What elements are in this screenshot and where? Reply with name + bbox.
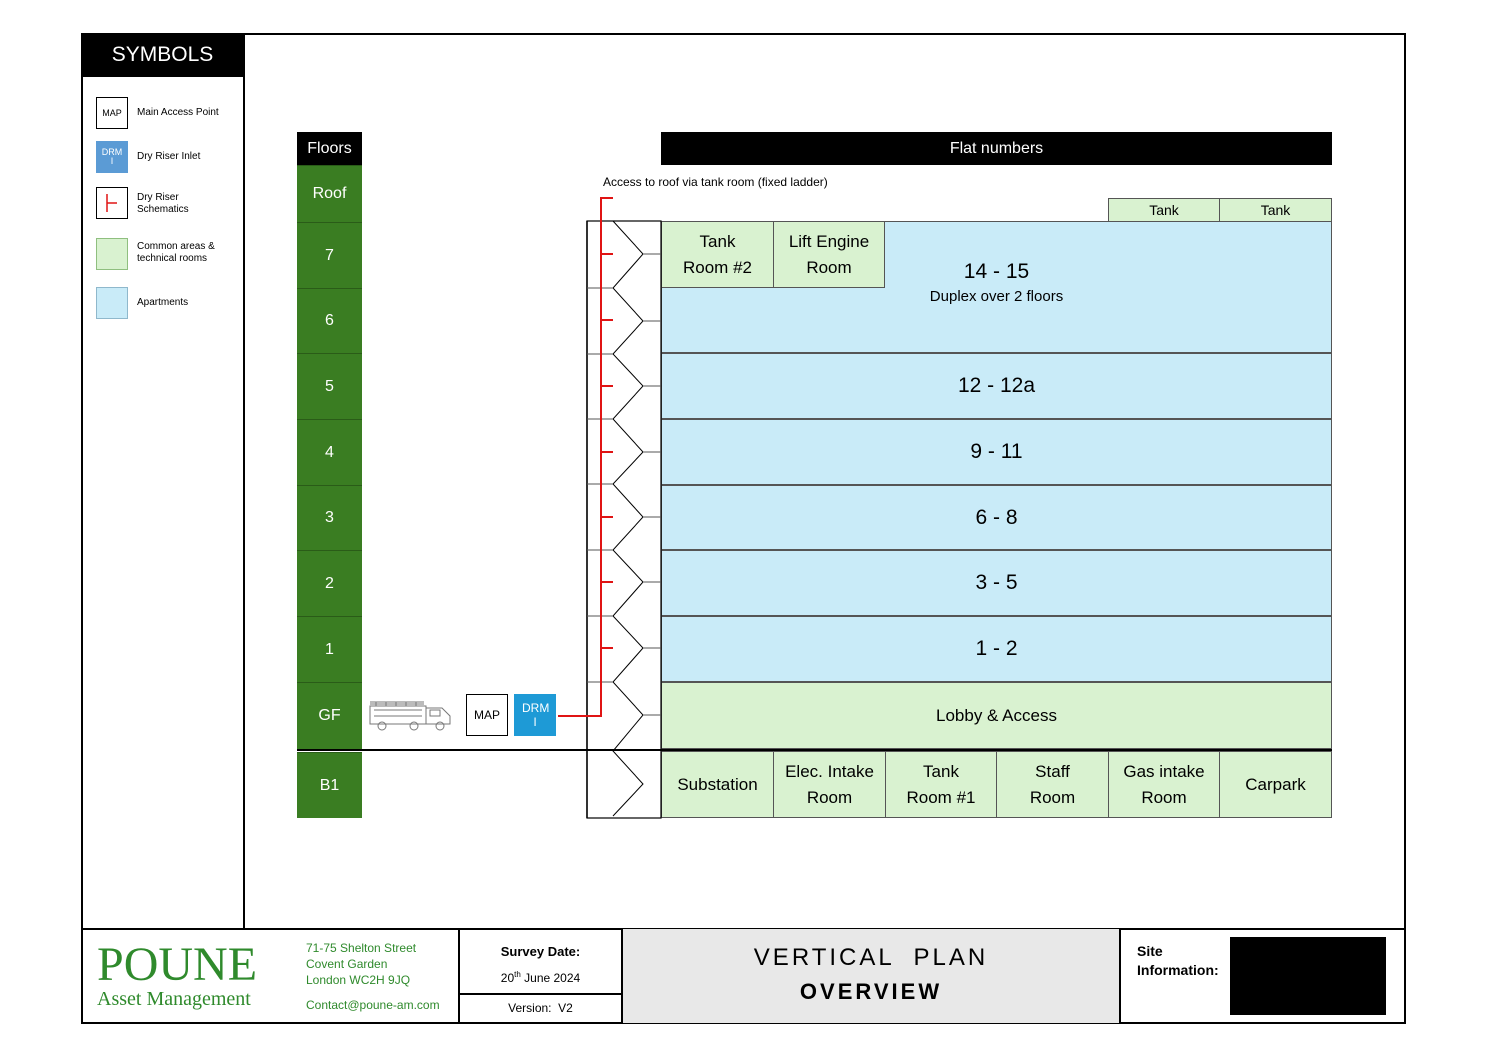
- duplex-numbers: 14 - 15: [963, 259, 1030, 283]
- main-access-point: MAP: [466, 694, 508, 736]
- roof-tank-2-label: Tank: [1260, 202, 1291, 218]
- survey-month-year: June 2024: [520, 971, 581, 985]
- symbols-title: SYMBOLS: [81, 33, 244, 77]
- lobby-access-label: Lobby & Access: [936, 705, 1057, 725]
- tank-room-2: Tank Room #2: [661, 221, 774, 288]
- roof-tank-1: Tank: [1108, 198, 1220, 222]
- address-line-3: London WC2H 9JQ: [306, 973, 411, 987]
- drm-symbol-icon: DRM I: [96, 141, 128, 173]
- basement-substation-label: Substation: [677, 774, 758, 794]
- site-label-1: Site: [1137, 943, 1163, 959]
- address-line-1: 71-75 Shelton Street: [306, 941, 417, 955]
- floor-4: 4: [297, 419, 362, 485]
- address-line-2: Covent Garden: [306, 957, 388, 971]
- basement-substation: Substation: [661, 751, 774, 818]
- flat-row-12-12a-label: 12 - 12a: [957, 374, 1036, 397]
- floor-1: 1: [297, 616, 362, 682]
- floor-gf: GF: [297, 682, 362, 749]
- stair-landing-lines: [587, 253, 661, 716]
- basement-staff-room: Staff Room: [996, 751, 1109, 818]
- stair-riser-schematic: [585, 197, 662, 819]
- survey-date-value: 20th June 2024: [460, 970, 621, 985]
- floor-6: 6: [297, 288, 362, 353]
- floor-3: 3: [297, 485, 362, 550]
- flat-row-1-2: 1 - 2: [661, 616, 1332, 682]
- survey-day: 20: [500, 971, 515, 985]
- stair-core-outline: [586, 220, 662, 819]
- common-area-swatch: [96, 238, 128, 270]
- site-information-redacted: [1230, 937, 1386, 1015]
- footer-version-divider: [458, 993, 621, 995]
- survey-day-suffix: th: [514, 970, 521, 979]
- ground-line: [297, 749, 1332, 751]
- title-block: [621, 929, 1121, 1023]
- roof-tank-1-label: Tank: [1149, 202, 1179, 218]
- flat-numbers-header: Flat numbers: [661, 132, 1332, 165]
- plan-subtitle: OVERVIEW: [799, 979, 943, 1004]
- company-logo: POUNE: [97, 938, 258, 991]
- company-logo-subtitle: Asset Management: [97, 988, 251, 1010]
- basement-elec-intake: Elec. Intake Room: [773, 751, 886, 818]
- dry-riser-pipe: [585, 197, 613, 717]
- symbol-label-drm: Dry Riser Inlet: [137, 151, 201, 162]
- roof-access-note: Access to roof via tank room (fixed ladd…: [603, 175, 828, 189]
- flat-row-1-2-label: 1 - 2: [975, 637, 1018, 660]
- symbol-label-schematic: Dry Riser Schematics: [137, 192, 189, 215]
- duplex-note: Duplex over 2 floors: [929, 287, 1064, 305]
- flat-row-3-5: 3 - 5: [661, 550, 1332, 616]
- symbol-label-apartments: Apartments: [137, 297, 189, 308]
- flat-row-6-8: 6 - 8: [661, 485, 1332, 550]
- lift-engine-room: Lift Engine Room: [773, 221, 885, 288]
- dry-riser-inlet: DRM I: [514, 694, 556, 736]
- flat-row-6-8-label: 6 - 8: [975, 505, 1018, 529]
- tank-room-2-label: Tank Room #2: [683, 231, 752, 277]
- basement-gas-intake-label: Gas intake Room: [1123, 761, 1205, 807]
- floor-2: 2: [297, 550, 362, 616]
- contact-email[interactable]: Contact@poune-am.com: [306, 998, 440, 1012]
- dry-riser-inlet-label: DRM I: [522, 701, 550, 729]
- drawing-frame: [81, 33, 1406, 1024]
- basement-carpark: Carpark: [1219, 751, 1332, 818]
- main-access-point-label: MAP: [473, 708, 500, 722]
- basement-gas-intake: Gas intake Room: [1108, 751, 1220, 818]
- flat-row-12-12a: 12 - 12a: [661, 353, 1332, 419]
- lobby-access: Lobby & Access: [661, 682, 1332, 749]
- flat-row-9-11-label: 9 - 11: [970, 440, 1023, 463]
- basement-staff-room-label: Staff Room: [1029, 761, 1076, 807]
- floor-7: 7: [297, 222, 362, 288]
- symbols-panel: [81, 33, 245, 929]
- dry-riser-schematic-icon: [96, 187, 128, 219]
- survey-date-label: Survey Date:: [500, 944, 581, 959]
- site-label-2: Information:: [1137, 962, 1219, 978]
- plan-title: VERTICAL PLAN: [753, 944, 989, 971]
- basement-tank-room-1: Tank Room #1: [885, 751, 997, 818]
- symbol-label-common: Common areas & technical rooms: [137, 241, 215, 264]
- stair-zigzag: [612, 220, 644, 817]
- drm-symbol-text: DRM I: [101, 147, 123, 166]
- riser-inlet-connector: [558, 715, 588, 717]
- basement-tank-room-1-label: Tank Room #1: [906, 761, 976, 807]
- floor-b1: B1: [297, 752, 362, 818]
- version-value: V2: [558, 1001, 573, 1015]
- version-label: Version:: [508, 1001, 552, 1015]
- fire-engine-icon: [369, 701, 451, 731]
- floor-roof: Roof: [297, 165, 362, 222]
- footer-separator-1: [458, 929, 460, 1024]
- basement-elec-intake-label: Elec. Intake Room: [785, 761, 874, 807]
- map-symbol-icon: MAP: [96, 97, 128, 129]
- riser-mini-icon: [106, 194, 117, 212]
- version-row: Version: V2: [460, 1001, 621, 1015]
- floors-header: Floors: [297, 132, 362, 165]
- flat-row-9-11: 9 - 11: [661, 419, 1332, 485]
- apartment-swatch: [96, 287, 128, 319]
- flat-row-3-5-label: 3 - 5: [975, 571, 1018, 594]
- symbol-label-map: Main Access Point: [137, 107, 219, 118]
- floor-5: 5: [297, 353, 362, 419]
- lift-engine-room-label: Lift Engine Room: [788, 231, 870, 277]
- roof-tank-2: Tank: [1219, 198, 1332, 222]
- basement-carpark-label: Carpark: [1245, 774, 1306, 794]
